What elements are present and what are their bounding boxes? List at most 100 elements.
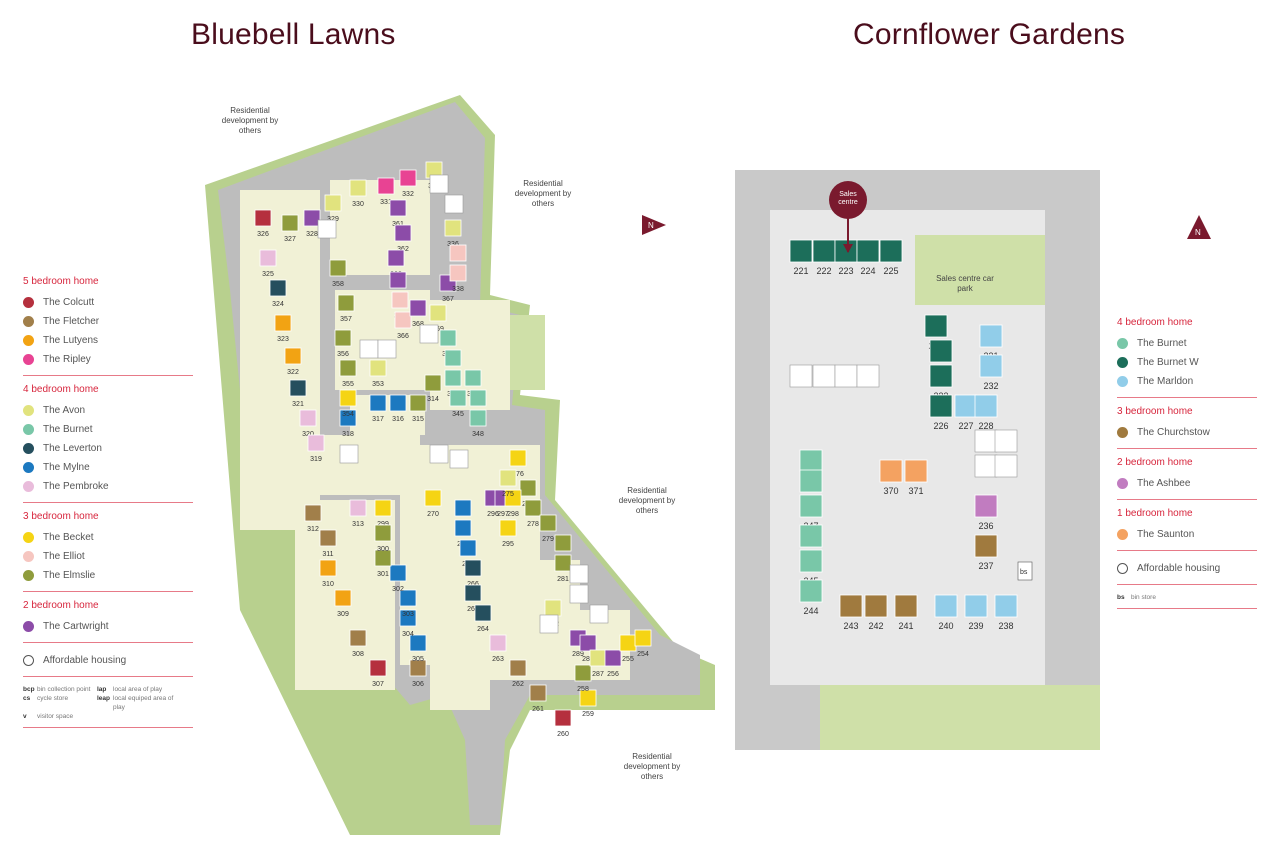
plot-302[interactable]: 302 xyxy=(389,564,407,593)
affordable-house[interactable] xyxy=(569,564,589,584)
plot-368[interactable]: 368 xyxy=(409,299,427,328)
plot-371[interactable]: 371 xyxy=(904,459,928,496)
plot-224[interactable]: 224 xyxy=(856,239,880,276)
plot-338[interactable]: 338 xyxy=(449,264,467,293)
plot-238[interactable]: 238 xyxy=(994,594,1018,631)
plot-258[interactable]: 258 xyxy=(574,664,592,693)
plot-321[interactable]: 321 xyxy=(289,379,307,408)
plot-328[interactable]: 328 xyxy=(303,209,321,238)
plot-314[interactable]: 314 xyxy=(424,374,442,403)
plot-358[interactable]: 358 xyxy=(329,259,347,288)
plot-244[interactable]: 244 xyxy=(799,579,823,616)
affordable-house[interactable] xyxy=(856,364,880,388)
plot-326[interactable]: 326 xyxy=(254,209,272,238)
plot-298[interactable]: 298 xyxy=(504,489,522,518)
plot-262[interactable]: 262 xyxy=(509,659,527,688)
affordable-house[interactable] xyxy=(994,454,1018,478)
plot-316[interactable]: 316 xyxy=(389,394,407,423)
plot-331[interactable]: 331 xyxy=(377,177,395,206)
plot-239[interactable]: 239 xyxy=(964,594,988,631)
plot-353[interactable]: 353 xyxy=(369,359,387,388)
plot-348[interactable]: 348 xyxy=(469,409,487,438)
plot-322[interactable]: 322 xyxy=(284,347,302,376)
plot-303[interactable]: 303 xyxy=(399,589,417,618)
plot-329[interactable]: 329 xyxy=(324,194,342,223)
affordable-house[interactable] xyxy=(589,604,609,624)
plot-241[interactable]: 241 xyxy=(894,594,918,631)
affordable-house[interactable] xyxy=(812,364,836,388)
plot-307[interactable]: 307 xyxy=(369,659,387,688)
affordable-house[interactable] xyxy=(419,324,439,344)
plot-320[interactable]: 320 xyxy=(299,409,317,438)
plot-312[interactable]: 312 xyxy=(304,504,322,533)
plot-310[interactable]: 310 xyxy=(319,559,337,588)
affordable-house[interactable] xyxy=(444,194,464,214)
affordable-house[interactable] xyxy=(994,429,1018,453)
plot-254[interactable]: 254 xyxy=(634,629,652,658)
plot-345[interactable]: 345 xyxy=(449,389,467,418)
plot-354[interactable]: 354 xyxy=(339,389,357,418)
plot-305[interactable]: 305 xyxy=(409,634,427,663)
plot-357[interactable]: 357 xyxy=(337,294,355,323)
affordable-house[interactable] xyxy=(974,454,998,478)
plot-221[interactable]: 221 xyxy=(789,239,813,276)
plot-256[interactable]: 256 xyxy=(604,649,622,678)
plot-304[interactable]: 304 xyxy=(399,609,417,638)
affordable-house[interactable] xyxy=(974,429,998,453)
plot-237[interactable]: 237 xyxy=(974,534,998,571)
plot-255[interactable]: 255 xyxy=(619,634,637,663)
affordable-house[interactable] xyxy=(449,449,469,469)
plot-355[interactable]: 355 xyxy=(339,359,357,388)
affordable-house[interactable] xyxy=(834,364,858,388)
plot-278[interactable]: 278 xyxy=(524,499,542,528)
plot-265[interactable]: 265 xyxy=(464,584,482,613)
plot-264[interactable]: 264 xyxy=(474,604,492,633)
plot-325[interactable]: 325 xyxy=(259,249,277,278)
plot-319[interactable]: 319 xyxy=(307,434,325,463)
plot-361[interactable]: 361 xyxy=(389,199,407,228)
plot-308[interactable]: 308 xyxy=(349,629,367,658)
plot-313[interactable]: 313 xyxy=(349,499,367,528)
plot-317[interactable]: 317 xyxy=(369,394,387,423)
plot-309[interactable]: 309 xyxy=(334,589,352,618)
plot-260[interactable]: 260 xyxy=(554,709,572,738)
plot-299[interactable]: 299 xyxy=(374,499,392,528)
affordable-house[interactable] xyxy=(429,174,449,194)
plot-225[interactable]: 225 xyxy=(879,239,903,276)
plot-370[interactable]: 370 xyxy=(879,459,903,496)
plot-279[interactable]: 279 xyxy=(539,514,557,543)
plot-306[interactable]: 306 xyxy=(409,659,427,688)
affordable-house[interactable] xyxy=(339,444,359,464)
plot-288[interactable]: 288 xyxy=(579,634,597,663)
affordable-house[interactable] xyxy=(429,444,449,464)
plot-300[interactable]: 300 xyxy=(374,524,392,553)
plot-240[interactable]: 240 xyxy=(934,594,958,631)
plot-330[interactable]: 330 xyxy=(349,179,367,208)
plot-236[interactable]: 236 xyxy=(974,494,998,531)
affordable-house[interactable] xyxy=(789,364,813,388)
affordable-house[interactable] xyxy=(539,614,559,634)
plot-356[interactable]: 356 xyxy=(334,329,352,358)
plot-232[interactable]: 232 xyxy=(979,354,1003,391)
plot-275[interactable]: 275 xyxy=(499,469,517,498)
plot-332[interactable]: 332 xyxy=(399,169,417,198)
plot-301[interactable]: 301 xyxy=(374,549,392,578)
plot-295[interactable]: 295 xyxy=(499,519,517,548)
plot-242[interactable]: 242 xyxy=(864,594,888,631)
plot-228[interactable]: 228 xyxy=(974,394,998,431)
plot-315[interactable]: 315 xyxy=(409,394,427,423)
plot-287[interactable]: 287 xyxy=(589,649,607,678)
plot-281[interactable]: 281 xyxy=(554,554,572,583)
affordable-house[interactable] xyxy=(317,219,337,239)
plot-362[interactable]: 362 xyxy=(394,224,412,253)
plot-324[interactable]: 324 xyxy=(269,279,287,308)
plot-266[interactable]: 266 xyxy=(464,559,482,588)
affordable-house[interactable] xyxy=(569,584,589,604)
affordable-house[interactable] xyxy=(377,339,397,359)
plot-243[interactable]: 243 xyxy=(839,594,863,631)
plot-270[interactable]: 270 xyxy=(424,489,442,518)
plot-327[interactable]: 327 xyxy=(281,214,299,243)
plot-336[interactable]: 336 xyxy=(444,219,462,248)
plot-366[interactable]: 366 xyxy=(394,311,412,340)
plot-276[interactable]: 276 xyxy=(509,449,527,478)
